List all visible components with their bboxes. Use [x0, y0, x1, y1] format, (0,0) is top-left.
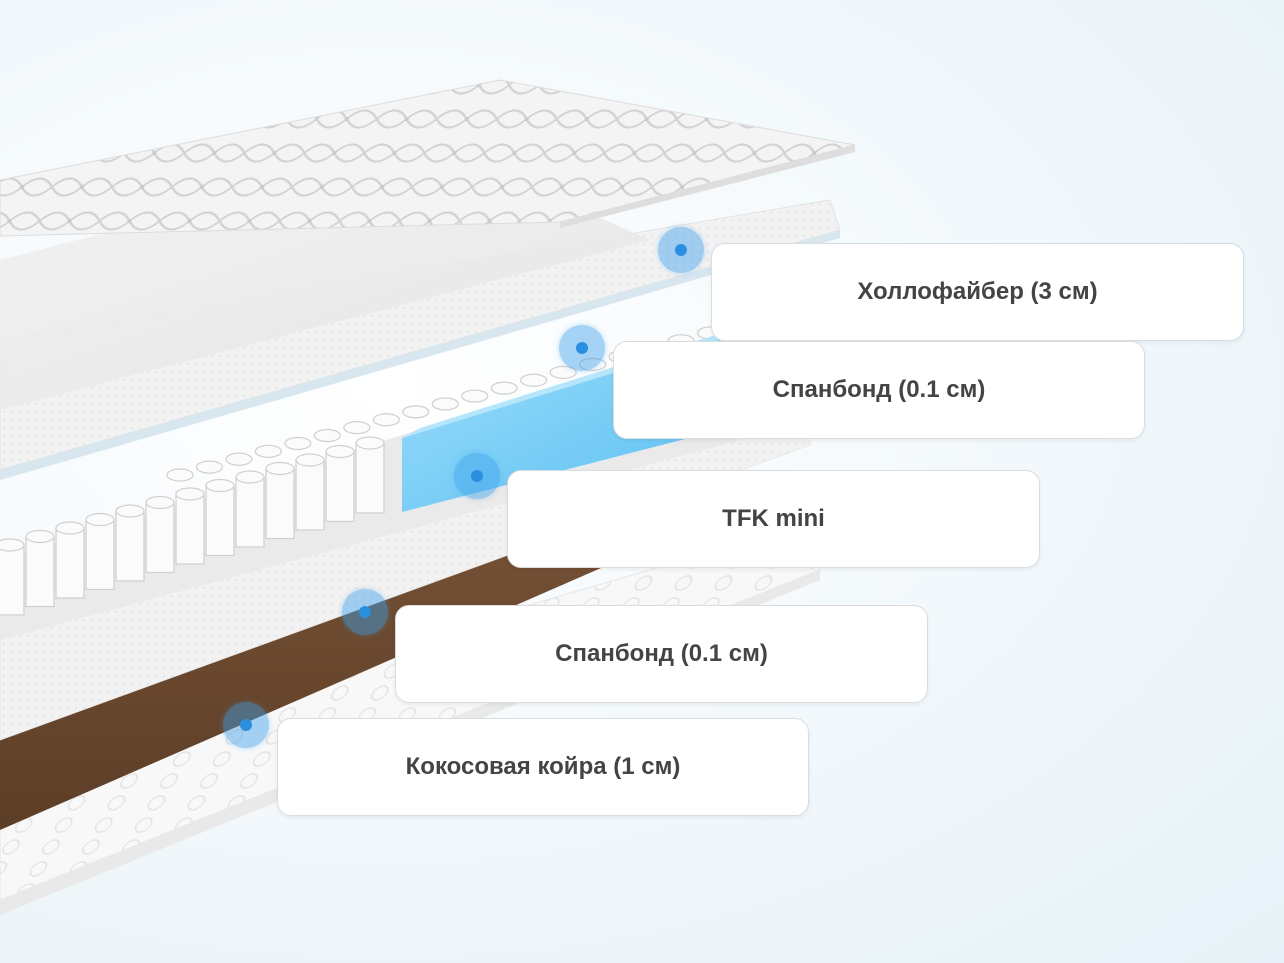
spunbond-top-marker-dot — [559, 325, 605, 371]
spring-pocket — [55, 527, 85, 599]
upper-spunbond-edge — [0, 230, 840, 480]
pocket-springs — [0, 318, 754, 616]
spring-coil-back — [549, 365, 577, 379]
spring-pocket — [0, 544, 25, 616]
spring-pocket-top — [265, 461, 295, 476]
layer-label-coconut-coir: Кокосовая койра (1 см) — [277, 718, 809, 816]
layer-label-hollofiber: Холлофайбер (3 см) — [711, 243, 1244, 341]
spring-pocket-top — [115, 504, 145, 518]
spring-pocket — [175, 493, 205, 565]
quilted-top-edge — [560, 145, 855, 228]
spring-coil-back — [343, 421, 371, 435]
spring-coil-back — [461, 389, 489, 403]
hollofiber-layer — [0, 190, 650, 410]
spring-pocket-top — [325, 444, 355, 459]
spring-pocket — [265, 467, 295, 540]
spring-pocket-top — [85, 512, 115, 527]
spring-pocket — [205, 484, 235, 557]
spring-pocket — [235, 476, 265, 548]
spring-coil-back — [166, 468, 194, 482]
spring-pocket-top — [295, 453, 325, 467]
spring-coil-back — [431, 397, 459, 411]
quilted-top-cover — [0, 79, 856, 237]
spring-pocket-top — [0, 538, 25, 552]
spring-pocket-top — [235, 470, 265, 484]
spunbond-bottom-marker-dot — [342, 589, 388, 635]
tfk-mini-marker-dot — [454, 453, 500, 499]
spring-pocket — [85, 518, 115, 591]
spring-coil-back — [225, 452, 253, 466]
spring-pocket-top — [355, 436, 385, 450]
coconut-coir-marker-dot — [223, 702, 269, 748]
layer-label-tfk-mini: TFK mini — [507, 470, 1040, 568]
spring-coil-back — [372, 413, 400, 427]
spring-coil-back — [520, 373, 548, 387]
spring-coil-back — [284, 436, 312, 451]
spring-pocket — [325, 450, 355, 523]
hollofiber-marker-dot — [658, 227, 704, 273]
spring-pocket — [355, 442, 385, 514]
spring-pocket — [25, 535, 55, 608]
spring-coil-back — [490, 381, 518, 395]
layer-label-spunbond-bottom: Спанбонд (0.1 см) — [395, 605, 928, 703]
spring-coil-back — [402, 405, 430, 419]
spring-pocket — [115, 510, 145, 582]
layer-label-spunbond-top: Спанбонд (0.1 см) — [613, 341, 1145, 439]
spring-coil-back — [313, 428, 341, 443]
spring-coil-back — [579, 357, 607, 372]
spring-pocket — [295, 459, 325, 531]
spring-pocket-top — [25, 529, 55, 544]
spring-pocket-top — [145, 495, 175, 510]
spring-pocket — [145, 501, 175, 574]
spring-pocket-top — [205, 478, 235, 493]
spring-pocket-top — [175, 487, 205, 501]
spring-coil-back — [254, 444, 283, 458]
spring-pocket-top — [55, 521, 85, 535]
spring-coil-back — [195, 460, 224, 474]
